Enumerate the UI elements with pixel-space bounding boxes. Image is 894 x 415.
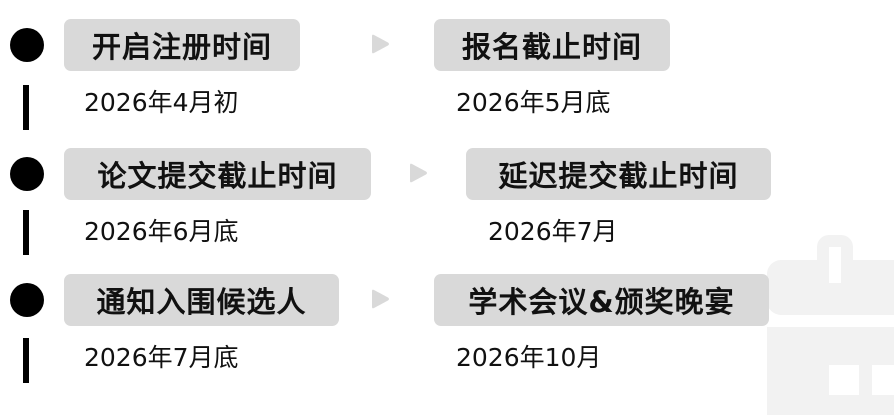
step-label-conference-awards-gala: 学术会议&颁奖晚宴 xyxy=(434,274,769,326)
step-label-text: 学术会议&颁奖晚宴 xyxy=(468,285,735,319)
timeline-connector xyxy=(23,210,29,255)
step-date: 2026年4月初 xyxy=(84,88,239,117)
timeline-bullet xyxy=(10,157,44,191)
step-date: 2026年10月 xyxy=(456,343,602,372)
timeline-bullet xyxy=(10,283,44,317)
timeline-bullet xyxy=(10,28,44,62)
step-label-text: 延迟提交截止时间 xyxy=(498,159,739,193)
step-label-text: 报名截止时间 xyxy=(461,30,642,64)
play-arrow-icon xyxy=(410,163,427,183)
step-label-text: 论文提交截止时间 xyxy=(97,159,338,193)
step-label-finalist-notification: 通知入围候选人 xyxy=(64,274,339,326)
step-label-registration-deadline: 报名截止时间 xyxy=(434,19,670,71)
step-label-text: 开启注册时间 xyxy=(91,30,272,64)
step-label-paper-deadline: 论文提交截止时间 xyxy=(64,148,371,200)
step-date: 2026年7月 xyxy=(488,217,618,246)
calendar-icon xyxy=(767,235,894,415)
step-date: 2026年7月底 xyxy=(84,343,239,372)
timeline-connector xyxy=(23,338,29,383)
step-date: 2026年6月底 xyxy=(84,217,239,246)
play-arrow-icon xyxy=(372,34,389,54)
step-label-text: 通知入围候选人 xyxy=(96,285,307,319)
step-label-late-submission-deadline: 延迟提交截止时间 xyxy=(466,148,771,200)
timeline-connector xyxy=(23,85,29,130)
step-date: 2026年5月底 xyxy=(456,88,611,117)
play-arrow-icon xyxy=(372,289,389,309)
step-label-registration-open: 开启注册时间 xyxy=(64,19,300,71)
